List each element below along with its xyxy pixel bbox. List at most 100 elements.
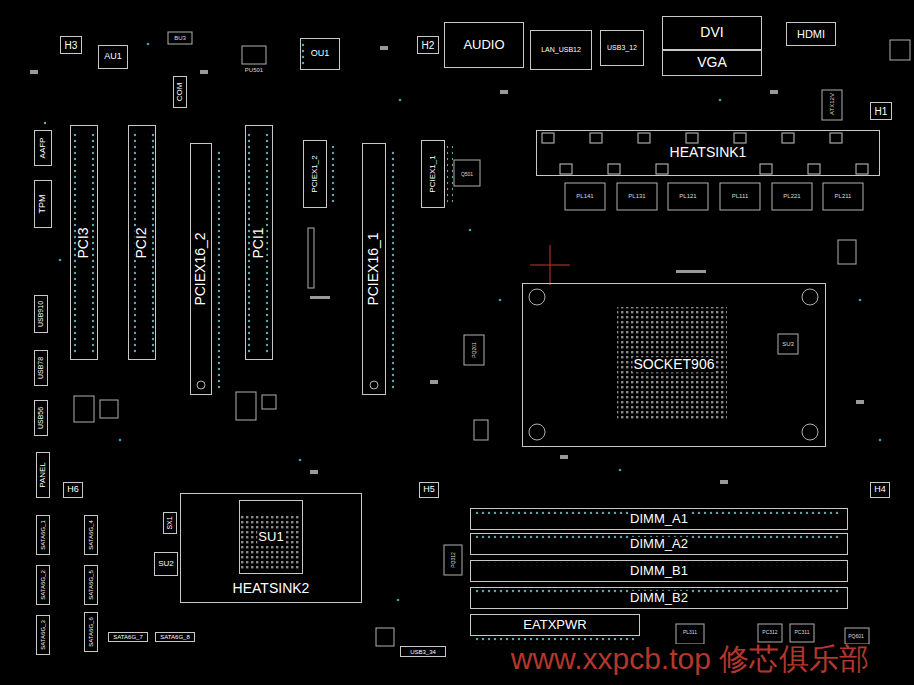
silkscreen-label: BU3 bbox=[174, 35, 186, 41]
component-outline: H1 bbox=[870, 102, 892, 120]
slot-latch bbox=[197, 381, 205, 389]
part-label: SATA6G_5 bbox=[88, 569, 95, 600]
part-label: SATA6G_3 bbox=[40, 619, 47, 650]
smd-pad bbox=[560, 455, 568, 459]
heatsink-pad bbox=[590, 133, 602, 143]
component-outline bbox=[822, 90, 842, 120]
smd-pad bbox=[380, 46, 388, 50]
slot-pins bbox=[447, 146, 453, 204]
inductor-outline bbox=[617, 183, 657, 210]
silkscreen-label: ATX12V bbox=[829, 93, 835, 115]
part-label: DIMM_B1 bbox=[629, 564, 689, 578]
component-outline: HEATSINK1 bbox=[536, 130, 880, 176]
part-label: PCI1 bbox=[251, 226, 266, 259]
heatsink-pad bbox=[760, 164, 772, 174]
component-outline: HEATSINK2 SU1 bbox=[180, 493, 362, 603]
header-pins bbox=[40, 120, 46, 128]
heatsink-pad bbox=[830, 133, 842, 143]
component-outline: PCIEX16_1 bbox=[362, 143, 386, 395]
silkscreen-label: PL121 bbox=[679, 193, 696, 199]
component-outline: PCIEX1_1 bbox=[421, 140, 445, 208]
component-outline: USB910 bbox=[34, 295, 48, 333]
component-outline bbox=[838, 240, 856, 264]
part-label: H2 bbox=[421, 40, 436, 51]
component-outline: AU1 bbox=[98, 45, 128, 69]
smd-pad bbox=[720, 480, 728, 484]
component-outline bbox=[236, 392, 256, 420]
part-label: H4 bbox=[873, 485, 887, 495]
slot-pins bbox=[388, 150, 394, 390]
component-outline: PCI3 bbox=[70, 125, 98, 360]
part-label: PANEL bbox=[39, 461, 48, 489]
inductor-outline bbox=[772, 183, 812, 210]
component-outline bbox=[758, 624, 782, 642]
part-label: SATA6G_1 bbox=[40, 519, 47, 550]
component-outline: SATA6G_1 bbox=[36, 515, 50, 555]
component-outline bbox=[464, 335, 484, 365]
component-outline: VGA bbox=[662, 50, 762, 76]
part-label: PCIEX16_1 bbox=[366, 231, 381, 306]
silkscreen-label: PL141 bbox=[576, 193, 593, 199]
part-label: SU1 bbox=[257, 530, 284, 544]
silkscreen-label: PC311 bbox=[795, 630, 810, 635]
component-outline: SATA6G_7 bbox=[108, 632, 148, 642]
heatsink-pad bbox=[734, 133, 746, 143]
component-outline: SX1 bbox=[163, 512, 177, 534]
via bbox=[469, 229, 472, 232]
part-label: DVI bbox=[699, 25, 724, 40]
smd-pad bbox=[310, 296, 330, 299]
component-outline: H5 bbox=[419, 482, 439, 498]
via bbox=[147, 43, 150, 46]
part-label: DIMM_A1 bbox=[629, 512, 689, 526]
part-label: AAFP bbox=[39, 137, 48, 160]
component-outline bbox=[74, 396, 94, 422]
component-outline: H2 bbox=[417, 36, 439, 54]
component-outline bbox=[242, 46, 266, 64]
part-label: OU1 bbox=[310, 49, 331, 59]
silkscreen-label: PL211 bbox=[835, 193, 852, 199]
component-outline: AAFP bbox=[34, 130, 52, 166]
component-outline bbox=[890, 40, 910, 60]
part-label: USB910 bbox=[37, 300, 45, 328]
heatsink-pad bbox=[542, 133, 554, 143]
component-outline: USB56 bbox=[34, 400, 48, 436]
component-outline bbox=[100, 400, 118, 418]
slot-latch bbox=[370, 381, 378, 389]
silkscreen-label: PL131 bbox=[628, 193, 645, 199]
component-outline: SATA6G_3 bbox=[36, 615, 50, 655]
component-outline: SATA6G_2 bbox=[36, 565, 50, 605]
part-label: SATA6G_7 bbox=[112, 634, 143, 641]
component-outline: PANEL bbox=[36, 452, 50, 498]
component-outline bbox=[308, 228, 314, 288]
silkscreen-label: PU501 bbox=[245, 67, 263, 73]
crosshair bbox=[550, 245, 551, 285]
component-outline bbox=[168, 32, 192, 44]
heatsink-pad bbox=[560, 164, 572, 174]
silkscreen-label: Q501 bbox=[461, 172, 473, 177]
smd-pad bbox=[200, 70, 208, 74]
component-outline: DIMM_B1 bbox=[470, 560, 848, 582]
smd-pad bbox=[770, 90, 778, 94]
part-label: LAN_USB12 bbox=[540, 46, 582, 54]
smd-pad bbox=[430, 380, 438, 384]
component-outline: DIMM_B2 bbox=[470, 587, 848, 609]
heatsink-pad bbox=[782, 133, 794, 143]
part-label: EATXPWR bbox=[522, 618, 587, 632]
heatsink-pad bbox=[656, 164, 668, 174]
watermark: www.xxpcb.top 修芯俱乐部 bbox=[511, 644, 869, 674]
via bbox=[619, 469, 622, 472]
component-outline: H3 bbox=[60, 36, 82, 54]
part-label: PCIEX16_2 bbox=[193, 231, 208, 306]
component-outline: DIMM_A1 bbox=[470, 508, 848, 530]
part-label: SATA6G_4 bbox=[88, 519, 95, 550]
silkscreen-label: PQ201 bbox=[472, 342, 477, 358]
slot-pins bbox=[329, 146, 335, 204]
part-label: HEATSINK2 bbox=[232, 581, 311, 596]
heatsink-pad bbox=[638, 133, 650, 143]
part-label: HEATSINK1 bbox=[669, 145, 748, 160]
heatsink-pad bbox=[856, 164, 868, 174]
part-label: H5 bbox=[422, 485, 436, 495]
part-label: COM bbox=[176, 82, 185, 103]
component-outline: USB78 bbox=[34, 350, 48, 386]
